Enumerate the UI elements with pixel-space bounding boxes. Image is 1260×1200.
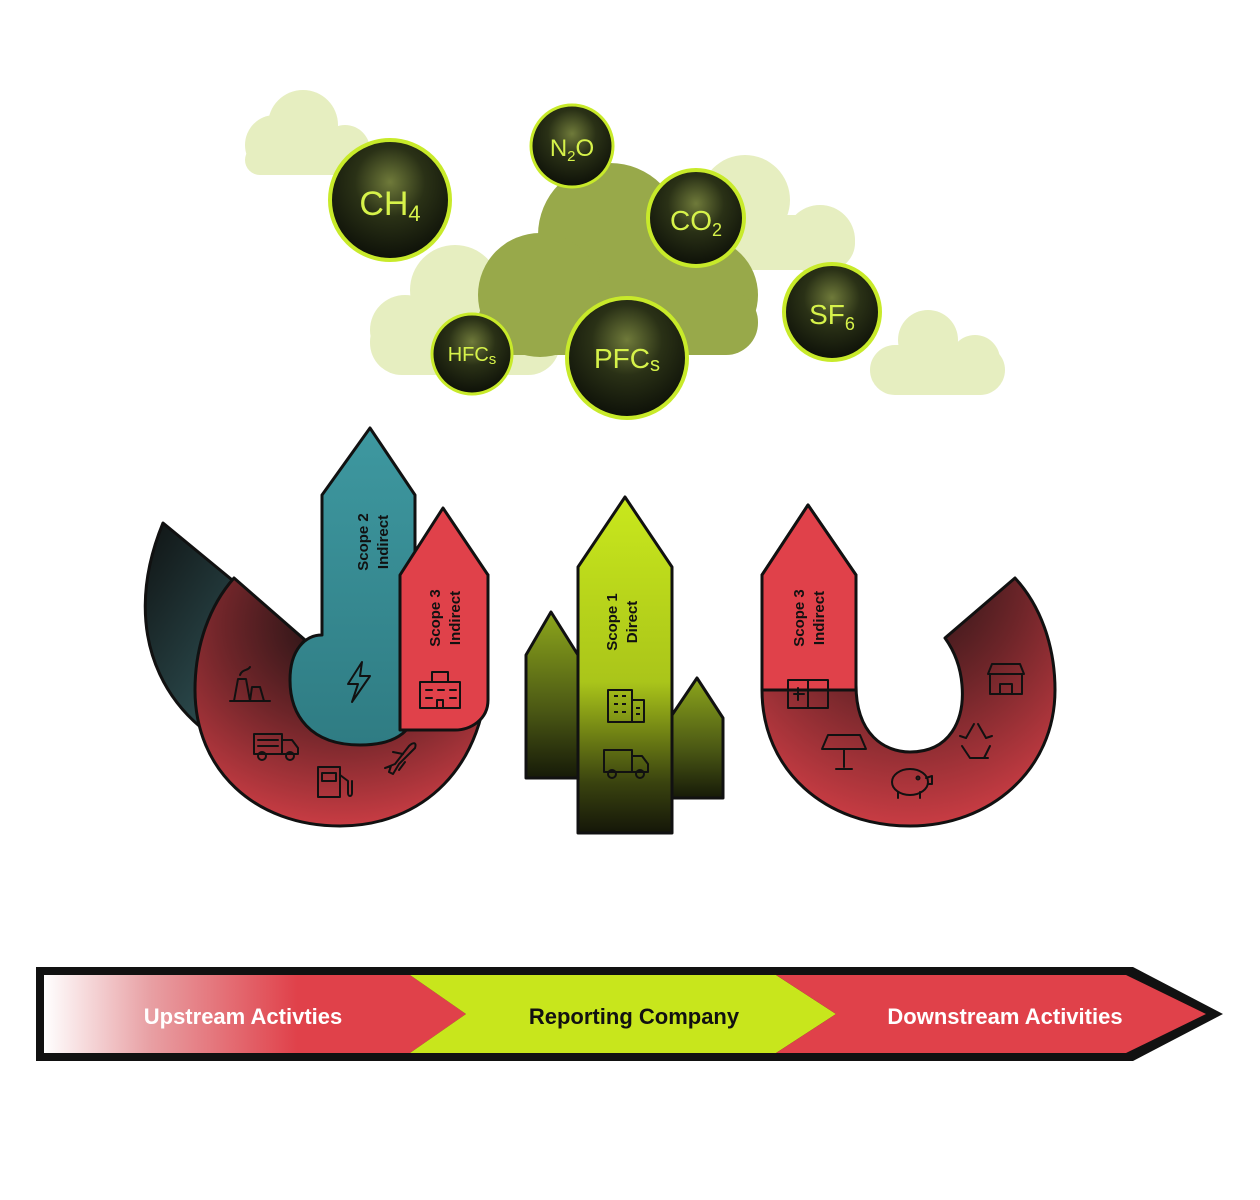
store-icon xyxy=(987,663,1025,695)
upstream-icons xyxy=(229,661,461,798)
n2o-subscript: 2 xyxy=(567,148,575,165)
sf6-subscript: 6 xyxy=(845,314,855,334)
building-icon xyxy=(419,671,461,709)
co2-bubble: CO2 xyxy=(646,168,746,268)
downstream-segment xyxy=(776,975,1206,1053)
scope3-downstream-red-top xyxy=(760,503,858,692)
cloud-far-right xyxy=(870,310,1005,395)
scope1-icons xyxy=(603,689,649,779)
svg-text:CO2: CO2 xyxy=(670,205,722,240)
scope3-upstream-line2: Indirect xyxy=(447,591,464,645)
sf6-bubble: SF6 xyxy=(782,262,882,362)
svg-text:PFCs: PFCs xyxy=(594,343,660,376)
company-segment xyxy=(410,975,836,1053)
downstream-label: Downstream Activities xyxy=(887,1004,1122,1029)
pfcs-bubble: PFCs xyxy=(565,296,689,420)
scope3-downstream-label: Scope 3 Indirect xyxy=(791,589,828,647)
upstream-scopes-group xyxy=(143,426,490,828)
scope3-upstream-red-arrow xyxy=(398,506,490,732)
gas-bubbles: CH4 N2O CO2 SF6 HFCs xyxy=(328,103,882,420)
airplane-icon xyxy=(384,742,417,775)
scope3-downstream-line1: Scope 3 xyxy=(791,589,808,647)
lightning-icon xyxy=(347,661,371,703)
hfcs-bubble: HFCs xyxy=(430,312,514,396)
svg-text:HFCs: HFCs xyxy=(448,344,497,368)
company-scope1-group xyxy=(524,495,725,835)
n2o-bubble: N2O xyxy=(529,103,615,189)
piggy-bank-icon xyxy=(891,768,933,799)
hfcs-subscript: s xyxy=(489,351,497,368)
scope1-line1: Scope 1 xyxy=(604,593,621,651)
lamp-icon xyxy=(821,734,867,770)
delivery-truck-icon xyxy=(603,749,649,779)
svg-text:CH4: CH4 xyxy=(359,185,420,226)
fuel-pump-icon xyxy=(317,766,353,798)
company-label: Reporting Company xyxy=(529,1004,740,1029)
scope2-line1: Scope 2 xyxy=(355,513,372,571)
scope2-label: Scope 2 Indirect xyxy=(355,513,392,571)
pfcs-label: PFC xyxy=(594,343,650,374)
ch4-bubble: CH4 xyxy=(328,138,452,262)
factory-icon xyxy=(229,666,271,702)
downstream-scopes-group xyxy=(760,503,1057,828)
scope3-upstream-label: Scope 3 Indirect xyxy=(427,589,464,647)
office-building-icon xyxy=(607,689,645,723)
value-chain-band: Upstream Activties Reporting Company Dow… xyxy=(36,967,1223,1061)
n2o-label-n: N xyxy=(550,135,567,162)
scope1-label: Scope 1 Direct xyxy=(604,593,641,651)
co2-subscript: 2 xyxy=(712,220,722,240)
scope1-line2: Direct xyxy=(624,601,641,644)
scope3-upstream-line1: Scope 3 xyxy=(427,589,444,647)
svg-text:N2O: N2O xyxy=(550,135,594,165)
left-small-arrow xyxy=(524,610,580,780)
container-icon xyxy=(787,679,829,709)
upstream-segment xyxy=(44,975,466,1053)
downstream-icons xyxy=(787,663,1025,799)
upstream-label: Upstream Activties xyxy=(144,1004,342,1029)
co2-label: CO xyxy=(670,205,712,236)
scope1-lime-arrow xyxy=(576,495,674,835)
cloud-left xyxy=(245,90,370,175)
ch4-label: CH xyxy=(359,185,408,223)
sf6-label: SF xyxy=(809,299,845,330)
right-small-arrow xyxy=(668,676,725,800)
ch4-subscript: 4 xyxy=(408,201,420,226)
scope3-downstream-line2: Indirect xyxy=(811,591,828,645)
hfcs-label: HFC xyxy=(448,344,489,366)
n2o-label-o: O xyxy=(576,135,595,162)
svg-text:SF6: SF6 xyxy=(809,299,855,334)
recycle-icon xyxy=(959,723,993,759)
pfcs-subscript: s xyxy=(650,354,660,376)
fire-truck-icon xyxy=(253,733,299,761)
scope2-line2: Indirect xyxy=(375,515,392,569)
